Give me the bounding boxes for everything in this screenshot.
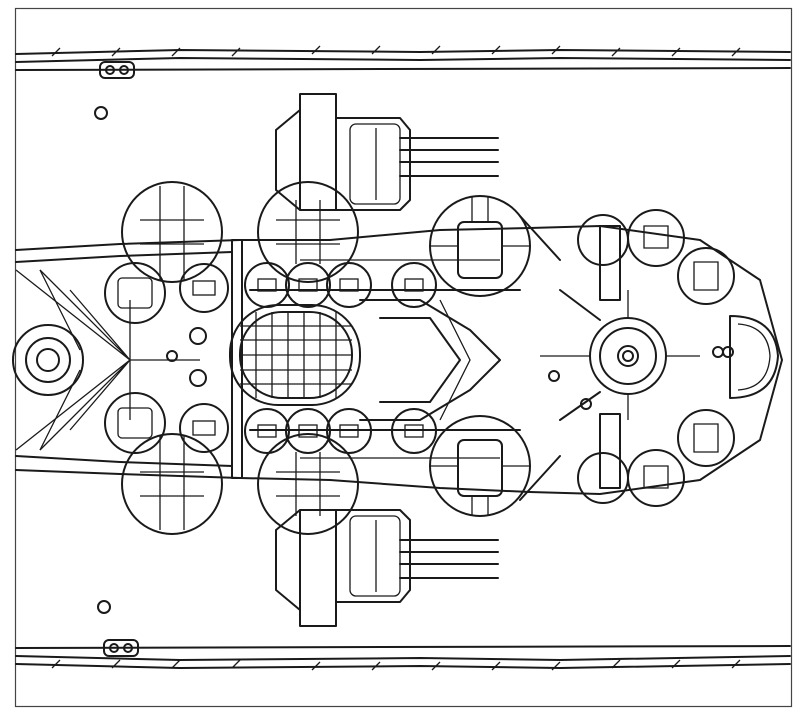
secondary-turrets — [429, 195, 561, 517]
mast — [12, 269, 207, 451]
deck-railings — [51, 45, 741, 671]
aa-gun-tubs — [104, 209, 735, 507]
funnel — [229, 299, 501, 421]
hull-outline — [15, 49, 791, 669]
main-gun-turrets — [275, 93, 499, 627]
aft-director — [540, 225, 779, 489]
bridge-superstructure — [15, 225, 783, 495]
image-frame — [14, 7, 793, 708]
searchlight-platforms — [121, 181, 359, 535]
